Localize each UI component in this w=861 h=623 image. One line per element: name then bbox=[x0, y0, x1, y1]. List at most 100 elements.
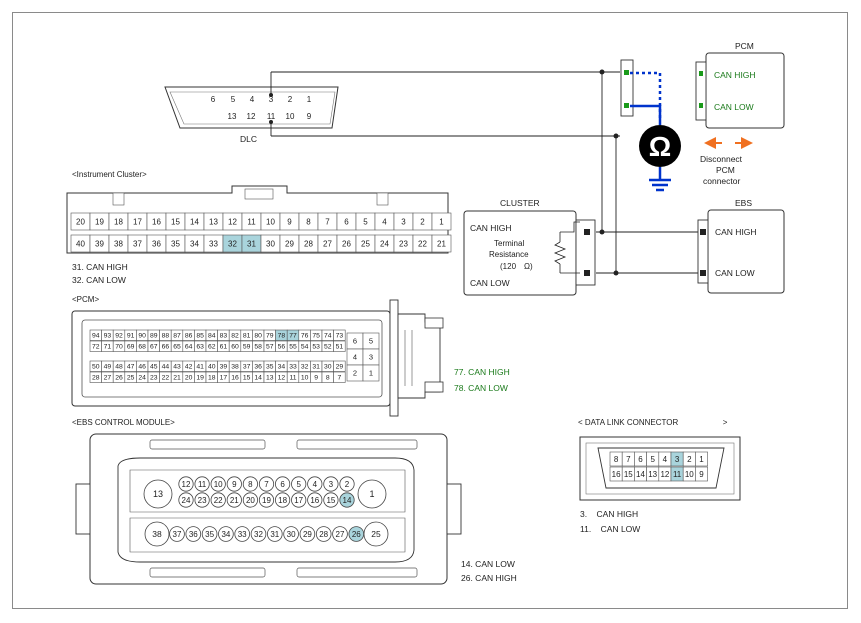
splice-connector bbox=[620, 59, 634, 117]
cluster-module-box bbox=[463, 210, 596, 296]
ebs-pin: 15 bbox=[326, 496, 335, 505]
cluster-box-terminal-3: (120 Ω) bbox=[500, 262, 533, 271]
data-link-note-low: 11. CAN LOW bbox=[580, 524, 641, 534]
cluster-pin: 25 bbox=[361, 239, 370, 248]
cluster-pin: 37 bbox=[133, 239, 142, 248]
cluster-pin: 15 bbox=[171, 217, 180, 226]
cluster-pin: 9 bbox=[287, 217, 292, 226]
pcm-pin: 75 bbox=[312, 333, 320, 340]
cluster-pin: 23 bbox=[399, 239, 408, 248]
dlc-socket-pin: 11 bbox=[673, 470, 682, 479]
ebs-pin: 27 bbox=[336, 530, 345, 539]
ebs-note-low: 14. CAN LOW bbox=[461, 559, 515, 569]
dlc-pin: 9 bbox=[307, 112, 312, 121]
pcm-pin: 23 bbox=[150, 375, 158, 382]
pcm-pin: 27 bbox=[104, 375, 112, 382]
pcm-pin: 68 bbox=[138, 344, 146, 351]
pcm-pin: 10 bbox=[301, 375, 309, 382]
pcm-pin: 90 bbox=[138, 333, 146, 340]
ebs-pin: 33 bbox=[238, 530, 247, 539]
pcm-pin: 29 bbox=[336, 364, 344, 371]
pcm-pin: 42 bbox=[185, 364, 193, 371]
pcm-pin: 47 bbox=[127, 364, 135, 371]
cluster-pin: 26 bbox=[342, 239, 351, 248]
dlc-pin: 6 bbox=[211, 95, 216, 104]
ebs-pin: 29 bbox=[303, 530, 312, 539]
cluster-pin: 1 bbox=[439, 217, 444, 226]
cluster-pin: 22 bbox=[418, 239, 427, 248]
pcm-pin: 45 bbox=[150, 364, 158, 371]
pcm-connector-title: <PCM> bbox=[72, 295, 100, 304]
pcm-pin: 31 bbox=[312, 364, 320, 371]
ebs-box-can-low: CAN LOW bbox=[715, 268, 755, 278]
dlc-socket-pin: 14 bbox=[636, 470, 645, 479]
pcm-pin: 33 bbox=[289, 364, 297, 371]
ebs-pin: 36 bbox=[189, 530, 198, 539]
pcm-pin: 39 bbox=[220, 364, 228, 371]
pcm-pin: 89 bbox=[150, 333, 158, 340]
diagram-frame bbox=[12, 12, 848, 609]
pcm-pin: 49 bbox=[104, 364, 112, 371]
instrument-cluster-title: <Instrument Cluster> bbox=[72, 170, 147, 179]
pcm-pin: 24 bbox=[138, 375, 146, 382]
pcm-pin: 34 bbox=[278, 364, 286, 371]
ebs-pin: 4 bbox=[313, 480, 318, 489]
pcm-pin: 77 bbox=[289, 333, 297, 340]
pcm-pin: 35 bbox=[266, 364, 274, 371]
cluster-pin: 33 bbox=[209, 239, 218, 248]
pcm-pin: 56 bbox=[278, 344, 286, 351]
pcm-pin: 63 bbox=[196, 344, 204, 351]
pcm-pin: 58 bbox=[254, 344, 262, 351]
pcm-pin: 7 bbox=[338, 375, 342, 382]
ebs-pin: 10 bbox=[214, 480, 223, 489]
cluster-pin: 11 bbox=[247, 217, 256, 226]
pcm-pin: 62 bbox=[208, 344, 216, 351]
dlc-socket-pin: 10 bbox=[685, 470, 694, 479]
pcm-pin: 81 bbox=[243, 333, 251, 340]
ebs-pin: 23 bbox=[198, 496, 207, 505]
pcm-pin: 92 bbox=[115, 333, 123, 340]
ebs-pin: 3 bbox=[329, 480, 334, 489]
pcm-pin: 71 bbox=[104, 344, 112, 351]
ebs-pin: 9 bbox=[232, 480, 237, 489]
ebs-pin: 21 bbox=[230, 496, 239, 505]
pcm-pin: 93 bbox=[104, 333, 112, 340]
pcm-pin: 19 bbox=[196, 375, 204, 382]
pcm-note-low: 78. CAN LOW bbox=[454, 383, 508, 393]
pcm-pin: 69 bbox=[127, 344, 135, 351]
ebs-module-box bbox=[697, 209, 785, 294]
pcm-pin: 26 bbox=[115, 375, 123, 382]
pcm-pin: 36 bbox=[254, 364, 262, 371]
dlc-pin: 2 bbox=[288, 95, 293, 104]
instrument-cluster-note-low: 32. CAN LOW bbox=[72, 275, 126, 285]
cluster-box-can-high: CAN HIGH bbox=[470, 223, 512, 233]
pcm-module-box bbox=[695, 52, 785, 129]
cluster-pin: 31 bbox=[247, 239, 256, 248]
pcm-pin: 44 bbox=[162, 364, 170, 371]
dlc-pin: 11 bbox=[267, 112, 276, 121]
pcm-box-can-low: CAN LOW bbox=[714, 102, 754, 112]
cluster-box-terminal-1: Terminal bbox=[494, 239, 525, 248]
pcm-pin: 52 bbox=[324, 344, 332, 351]
ebs-pin: 22 bbox=[214, 496, 223, 505]
cluster-pin: 3 bbox=[401, 217, 406, 226]
cluster-pin: 28 bbox=[304, 239, 313, 248]
pcm-pin: 32 bbox=[301, 364, 309, 371]
cluster-pin: 8 bbox=[306, 217, 311, 226]
pcm-pin: 11 bbox=[289, 375, 296, 382]
pcm-pin: 70 bbox=[115, 344, 123, 351]
dlc-pin: 4 bbox=[250, 95, 255, 104]
ebs-box-can-high: CAN HIGH bbox=[715, 227, 757, 237]
pcm-pin: 54 bbox=[301, 344, 309, 351]
pcm-pin: 4 bbox=[353, 353, 357, 362]
ebs-pin: 13 bbox=[153, 489, 163, 499]
cluster-pin: 7 bbox=[325, 217, 330, 226]
pcm-pin: 15 bbox=[243, 375, 251, 382]
pcm-pin: 14 bbox=[254, 375, 262, 382]
pcm-pin: 76 bbox=[301, 333, 309, 340]
pcm-pin: 16 bbox=[231, 375, 239, 382]
pcm-pin: 78 bbox=[278, 333, 286, 340]
